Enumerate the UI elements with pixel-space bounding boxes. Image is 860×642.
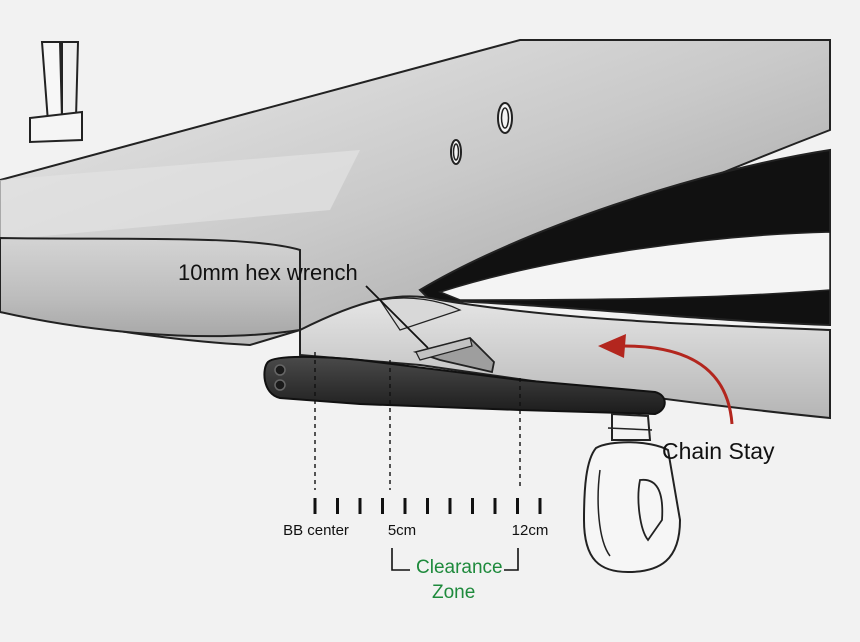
crank-arm xyxy=(263,355,666,416)
clearance-zone-label-2: Zone xyxy=(432,582,476,603)
guide-lines xyxy=(314,352,521,490)
frame-bolt-holes xyxy=(450,102,513,165)
frame-down-tube xyxy=(0,39,831,347)
wrench-label: 10mm hex wrench xyxy=(178,260,358,285)
hex-wrench xyxy=(365,285,495,374)
mark-5cm-label: 5cm xyxy=(387,522,417,539)
wrench-leader-line xyxy=(365,285,429,349)
mark-12cm-label: 12cm xyxy=(511,522,549,539)
tick-scale xyxy=(313,498,542,514)
chain-stay-tube xyxy=(299,148,831,420)
clearance-bracket xyxy=(391,548,519,571)
chain-stay-arrow xyxy=(598,334,734,425)
pedal xyxy=(582,412,682,574)
chain-stay-label: Chain Stay xyxy=(662,438,775,464)
seat-post xyxy=(29,41,83,144)
bb-center-label: BB center xyxy=(283,522,349,539)
clearance-zone-label-1: Clearance xyxy=(416,557,503,578)
